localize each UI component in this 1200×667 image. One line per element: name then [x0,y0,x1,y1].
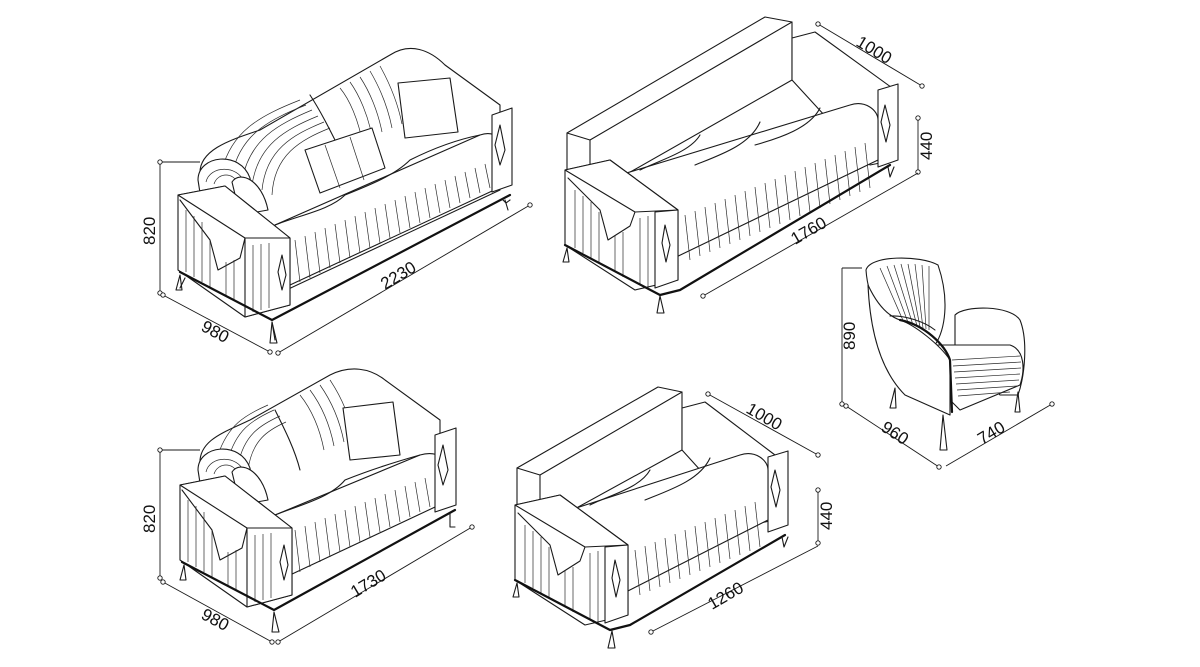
arm-ribs [185,210,270,312]
seat-ribs [294,163,491,283]
leg [889,387,897,409]
right-arm [491,107,513,193]
seat [934,344,1024,411]
seat-ribs [951,355,1022,397]
dimension-label: 890 [840,322,859,350]
dimension-label: 820 [140,217,159,245]
pillow [397,77,459,139]
pillow [342,401,401,461]
dimension-label: 980 [198,317,232,347]
dimension-label: 1000 [853,32,895,68]
leg [781,536,789,548]
seat-ribs [294,473,441,573]
back-ribs [879,263,930,330]
leg [269,321,278,344]
dimension-label: 1730 [347,566,389,602]
left-arm [867,284,951,416]
leg [607,630,616,649]
dimension-label: 440 [917,132,936,160]
base-rail [513,533,787,632]
sofa-bed-3-seat: 1000 440 1760 [562,16,936,314]
backrest-ribs [221,65,403,196]
dimension-label: 1760 [788,213,830,248]
leg [502,197,511,204]
arm-ribs [574,190,649,288]
base-rail [563,163,892,297]
armchair: 890 960 740 [839,257,1055,470]
leg [449,512,456,528]
leg [562,247,570,263]
dimension-label: 440 [817,502,836,530]
base-rail [178,193,512,322]
dimension-label: 960 [878,417,912,448]
arm-ribs [187,500,272,602]
base-rail [180,508,457,612]
right-arm [434,427,457,513]
leg [271,611,280,633]
leg [887,166,895,178]
leg [512,582,520,598]
leg [1014,391,1021,413]
sofa-bed-2-seat: 1000 440 1260 [512,386,836,649]
sofa-2-seat: 820 980 1730 [140,368,475,645]
dimension-label: 740 [974,418,1008,449]
leg [179,564,187,581]
dimension-label: 2230 [377,258,419,294]
pillow [304,127,386,194]
dimension-label: 1260 [705,578,747,613]
arm-ribs [524,525,599,623]
sofa-3-seat: 820 980 2230 [140,47,533,356]
leg [175,274,183,291]
dimension-label: 820 [140,505,159,533]
dimension-label: 1000 [743,399,785,434]
seat-ribs [634,501,761,596]
leg [939,414,948,451]
seat [619,103,879,261]
leg [656,295,665,314]
dimension-label: 980 [198,605,232,635]
